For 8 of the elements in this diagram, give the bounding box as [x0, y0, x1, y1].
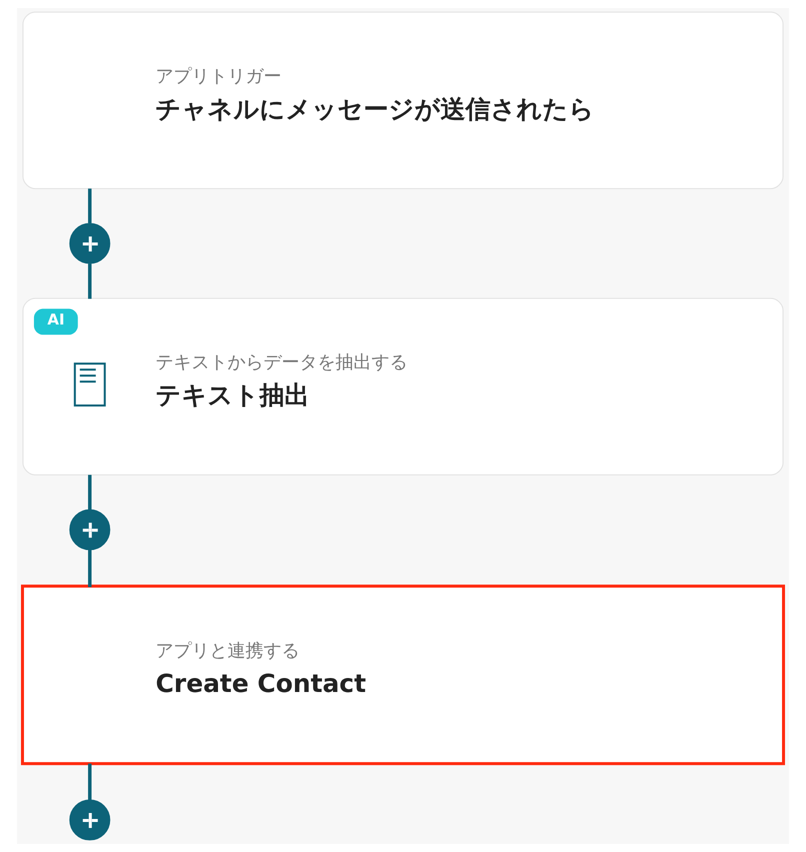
connector — [88, 550, 92, 588]
connector — [88, 474, 92, 510]
connector — [88, 264, 92, 299]
connector — [88, 764, 92, 800]
node-circle — [69, 509, 110, 550]
node-circle — [69, 800, 110, 840]
connector — [88, 188, 92, 224]
node-circle — [69, 223, 110, 264]
